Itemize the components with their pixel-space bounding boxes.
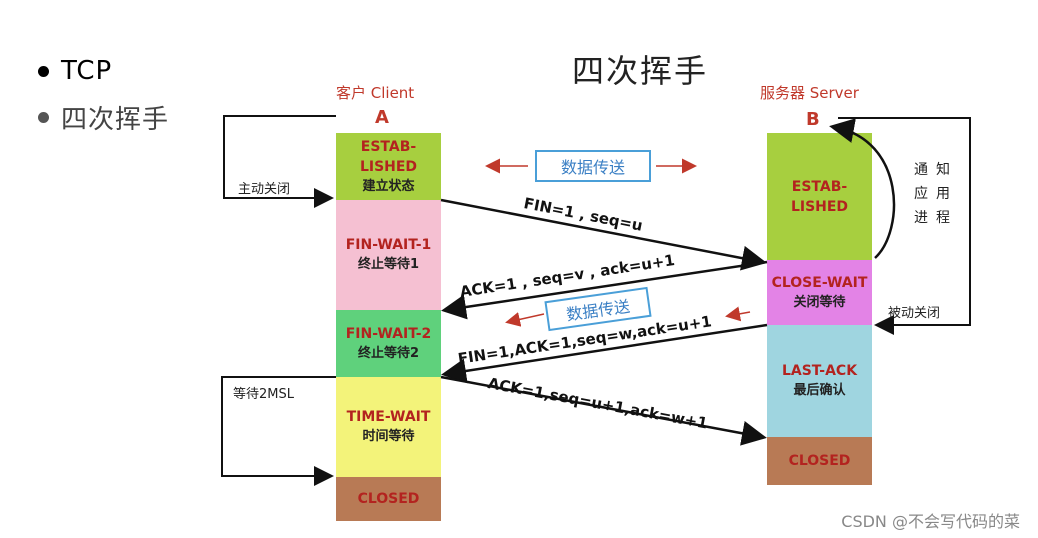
bullet-dot-icon <box>38 65 49 77</box>
state-cn-label: 终止等待1 <box>357 257 420 272</box>
bullet-item: TCP <box>38 48 169 94</box>
data-arrow-left-2 <box>505 312 545 327</box>
server-state-closed: CLOSED <box>767 437 872 485</box>
bullet-text: 四次挥手 <box>61 104 170 135</box>
notify-char: 进 <box>914 210 928 226</box>
bullet-item: 四次挥手 <box>38 94 169 140</box>
bullet-text: TCP <box>61 56 113 86</box>
server-state-close-wait: CLOSE-WAIT 关闭等待 <box>767 260 872 325</box>
state-en-label: LISHED <box>359 158 418 175</box>
state-cn-label: 终止等待2 <box>357 345 420 361</box>
client-state-closed: CLOSED <box>336 477 441 521</box>
server-state-established: ESTAB- LISHED <box>767 133 872 260</box>
active-close-loop <box>223 115 336 208</box>
server-letter: B <box>806 109 820 130</box>
bullet-dot-icon <box>38 111 49 123</box>
diagram-title: 四次挥手 <box>571 52 708 90</box>
notify-app-label: 通 应 进 知 用 程 <box>914 158 956 230</box>
state-en-label: ESTAB- <box>360 138 417 155</box>
state-en-label: CLOSE-WAIT <box>771 274 868 291</box>
state-en-label: ESTAB- <box>791 178 848 195</box>
state-cn-label: 建立状态 <box>362 178 415 194</box>
state-en-label: LAST-ACK <box>781 363 858 379</box>
client-state-established: ESTAB- LISHED 建立状态 <box>336 133 441 200</box>
notify-char: 程 <box>936 210 950 226</box>
notify-app-curve <box>829 118 896 259</box>
server-label: 服务器 Server <box>760 84 859 102</box>
ack-arrow <box>441 260 768 320</box>
bullet-list: TCP 四次挥手 <box>38 48 169 140</box>
notify-app-col: 通 应 进 <box>914 158 934 230</box>
server-state-last-ack: LAST-ACK 最后确认 <box>767 325 872 437</box>
watermark: CSDN @不会写代码的菜 <box>841 512 1020 531</box>
notify-char: 用 <box>936 186 950 202</box>
client-state-fin-wait-2: FIN-WAIT-2 终止等待2 <box>336 310 441 377</box>
state-en-label: CLOSED <box>788 453 851 469</box>
client-label: 客户 Client <box>336 84 415 102</box>
state-cn-label: 时间等待 <box>362 429 415 444</box>
state-en-label: FIN-WAIT-2 <box>345 325 432 342</box>
passive-close-label: 被动关闭 <box>888 306 941 321</box>
data-transfer-box: 数据传送 <box>535 150 651 182</box>
client-state-fin-wait-1: FIN-WAIT-1 终止等待1 <box>336 200 441 310</box>
wait-2msl-label: 等待2MSL <box>233 387 294 402</box>
notify-char: 知 <box>936 162 950 178</box>
final-ack-arrow <box>440 375 767 446</box>
notify-char: 通 <box>914 162 928 178</box>
state-cn-label: 最后确认 <box>793 383 846 398</box>
fin-arrow <box>440 198 767 271</box>
state-en-label: CLOSED <box>357 491 420 507</box>
notify-char: 应 <box>914 186 928 202</box>
state-en-label: TIME-WAIT <box>346 409 431 425</box>
client-letter: A <box>375 107 389 128</box>
client-state-time-wait: TIME-WAIT 时间等待 <box>336 377 441 477</box>
state-cn-label: 关闭等待 <box>793 294 846 310</box>
notify-app-col: 知 用 程 <box>936 158 956 230</box>
fin-ack-arrow <box>441 323 768 384</box>
wait-2msl-loop <box>221 376 336 486</box>
data-arrow-right-2 <box>725 306 751 322</box>
state-en-label: FIN-WAIT-1 <box>345 237 432 253</box>
passive-close-loop <box>838 117 971 335</box>
active-close-label: 主动关闭 <box>238 182 291 197</box>
state-en-label: LISHED <box>790 198 849 215</box>
